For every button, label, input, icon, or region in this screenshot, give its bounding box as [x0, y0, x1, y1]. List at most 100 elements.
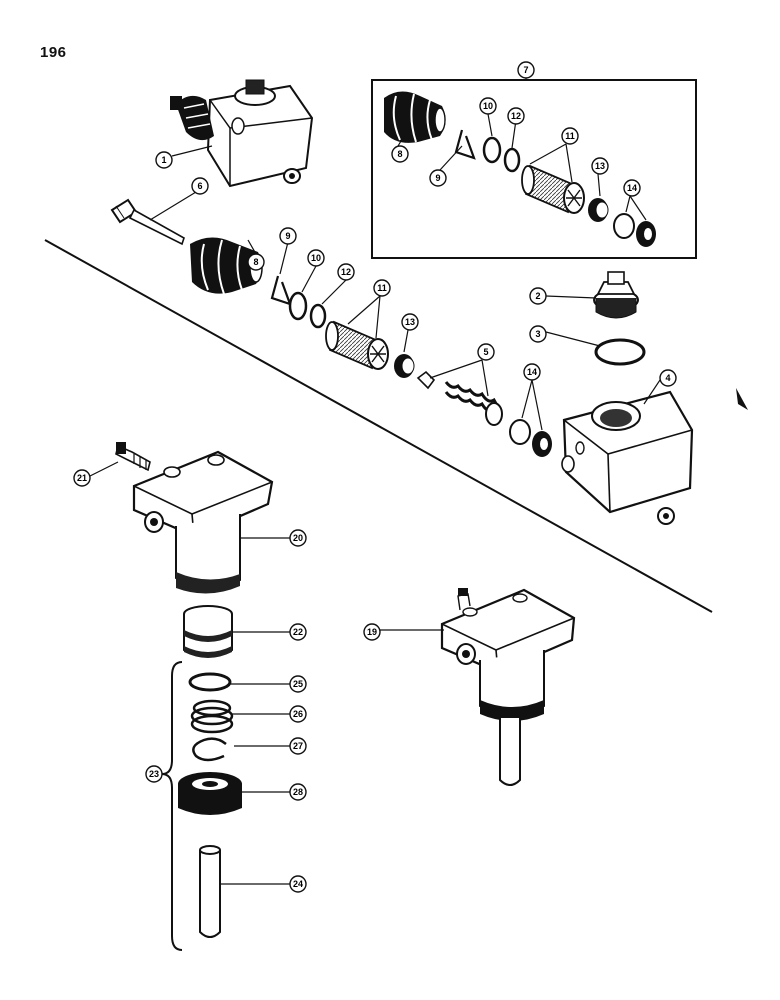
cup-seal-part-kit	[588, 198, 609, 222]
callout-label: 8	[253, 257, 258, 267]
callout-circle	[477, 343, 495, 361]
callout-circle	[517, 61, 535, 79]
callout-label: 5	[483, 347, 488, 357]
callout-label: 14	[627, 183, 637, 193]
callout-c20: 20	[289, 529, 307, 547]
callout-c14b: 14	[523, 363, 541, 381]
callout-label: 13	[405, 317, 415, 327]
callout-c6: 6	[191, 177, 209, 195]
callout-circle	[623, 179, 641, 197]
callout-label: 19	[367, 627, 377, 637]
callout-c9a: 9	[429, 169, 447, 187]
callout-label: 25	[293, 679, 303, 689]
callout-circle	[337, 263, 355, 281]
boot-part-kit	[384, 91, 446, 143]
callout-c13b: 13	[401, 313, 419, 331]
callout-circle	[289, 705, 307, 723]
o-ring-part-kit	[503, 147, 521, 173]
rod-part-24	[199, 845, 221, 938]
callout-c25: 25	[289, 675, 307, 693]
spring-part	[416, 370, 503, 426]
callout-circle	[373, 279, 391, 297]
callout-c22: 22	[289, 623, 307, 641]
callout-c8b: 8	[247, 253, 265, 271]
section-divider-line	[44, 239, 713, 613]
callout-circle	[145, 765, 163, 783]
callout-c28: 28	[289, 783, 307, 801]
bleeder-fitting-part	[115, 442, 151, 472]
clip-part-lower	[270, 275, 292, 306]
callout-label: 13	[595, 161, 605, 171]
callout-c11b: 11	[373, 279, 391, 297]
callout-c11a: 11	[561, 127, 579, 145]
callout-circle	[279, 227, 297, 245]
callout-circle	[659, 369, 677, 387]
callout-circle	[289, 875, 307, 893]
callout-label: 23	[149, 769, 159, 779]
callout-circle	[479, 97, 497, 115]
callout-label: 9	[435, 173, 440, 183]
callout-c21: 21	[73, 469, 91, 487]
callout-circle	[523, 363, 541, 381]
callout-label: 1	[161, 155, 166, 165]
callout-c2: 2	[529, 287, 547, 305]
piston-part-22	[183, 605, 233, 658]
callout-c13a: 13	[591, 157, 609, 175]
push-rod-part	[110, 198, 185, 246]
callout-circle	[155, 151, 173, 169]
callout-c3: 3	[529, 325, 547, 343]
callout-c23: 23	[145, 765, 163, 783]
callout-circle	[429, 169, 447, 187]
callout-c12a: 12	[507, 107, 525, 125]
check-valve-part-lower	[509, 419, 552, 457]
callout-label: 11	[565, 131, 575, 141]
callout-label: 4	[665, 373, 670, 383]
callout-label: 9	[285, 231, 290, 241]
callout-circle	[529, 287, 547, 305]
callout-circle	[591, 157, 609, 175]
callout-label: 14	[527, 367, 537, 377]
callout-label: 28	[293, 787, 303, 797]
gasket-ring-part	[594, 338, 646, 366]
diaphragm-seal-part-28	[178, 772, 242, 815]
callout-c19: 19	[363, 623, 381, 641]
callout-c8a: 8	[391, 145, 409, 163]
master-cylinder-assembly-top	[170, 79, 314, 188]
edge-arrow-mark	[736, 388, 748, 410]
kit-box	[371, 79, 697, 259]
page-number: 196	[40, 44, 67, 61]
piston-part-kit	[521, 164, 585, 214]
valve-housing-part	[132, 450, 274, 594]
callout-c9b: 9	[279, 227, 297, 245]
seal-ring-part-25	[188, 672, 232, 692]
callout-circle	[289, 529, 307, 547]
callout-circle	[289, 737, 307, 755]
callout-circle	[73, 469, 91, 487]
callout-circle	[507, 107, 525, 125]
callout-c1: 1	[155, 151, 173, 169]
snap-ring-part-27	[192, 737, 227, 762]
callout-c5: 5	[477, 343, 495, 361]
callout-c26: 26	[289, 705, 307, 723]
callout-label: 26	[293, 709, 303, 719]
callout-label: 11	[377, 283, 387, 293]
callout-c10a: 10	[479, 97, 497, 115]
callout-circle	[307, 249, 325, 267]
callout-group: 1234567891012111314891012111314192021222…	[73, 61, 677, 893]
callout-c10b: 10	[307, 249, 325, 267]
callout-label: 10	[311, 253, 321, 263]
callout-label: 2	[535, 291, 540, 301]
callout-label: 6	[197, 181, 202, 191]
callout-circle	[391, 145, 409, 163]
leader-lines	[89, 78, 661, 885]
cup-seal-part-lower	[394, 354, 415, 378]
callout-circle	[363, 623, 381, 641]
callout-label: 3	[535, 329, 540, 339]
filler-cap-part	[593, 271, 639, 319]
callout-label: 21	[77, 473, 87, 483]
callout-label: 12	[341, 267, 351, 277]
callout-c14a: 14	[623, 179, 641, 197]
callout-circle	[401, 313, 419, 331]
piston-part-lower	[325, 320, 389, 370]
